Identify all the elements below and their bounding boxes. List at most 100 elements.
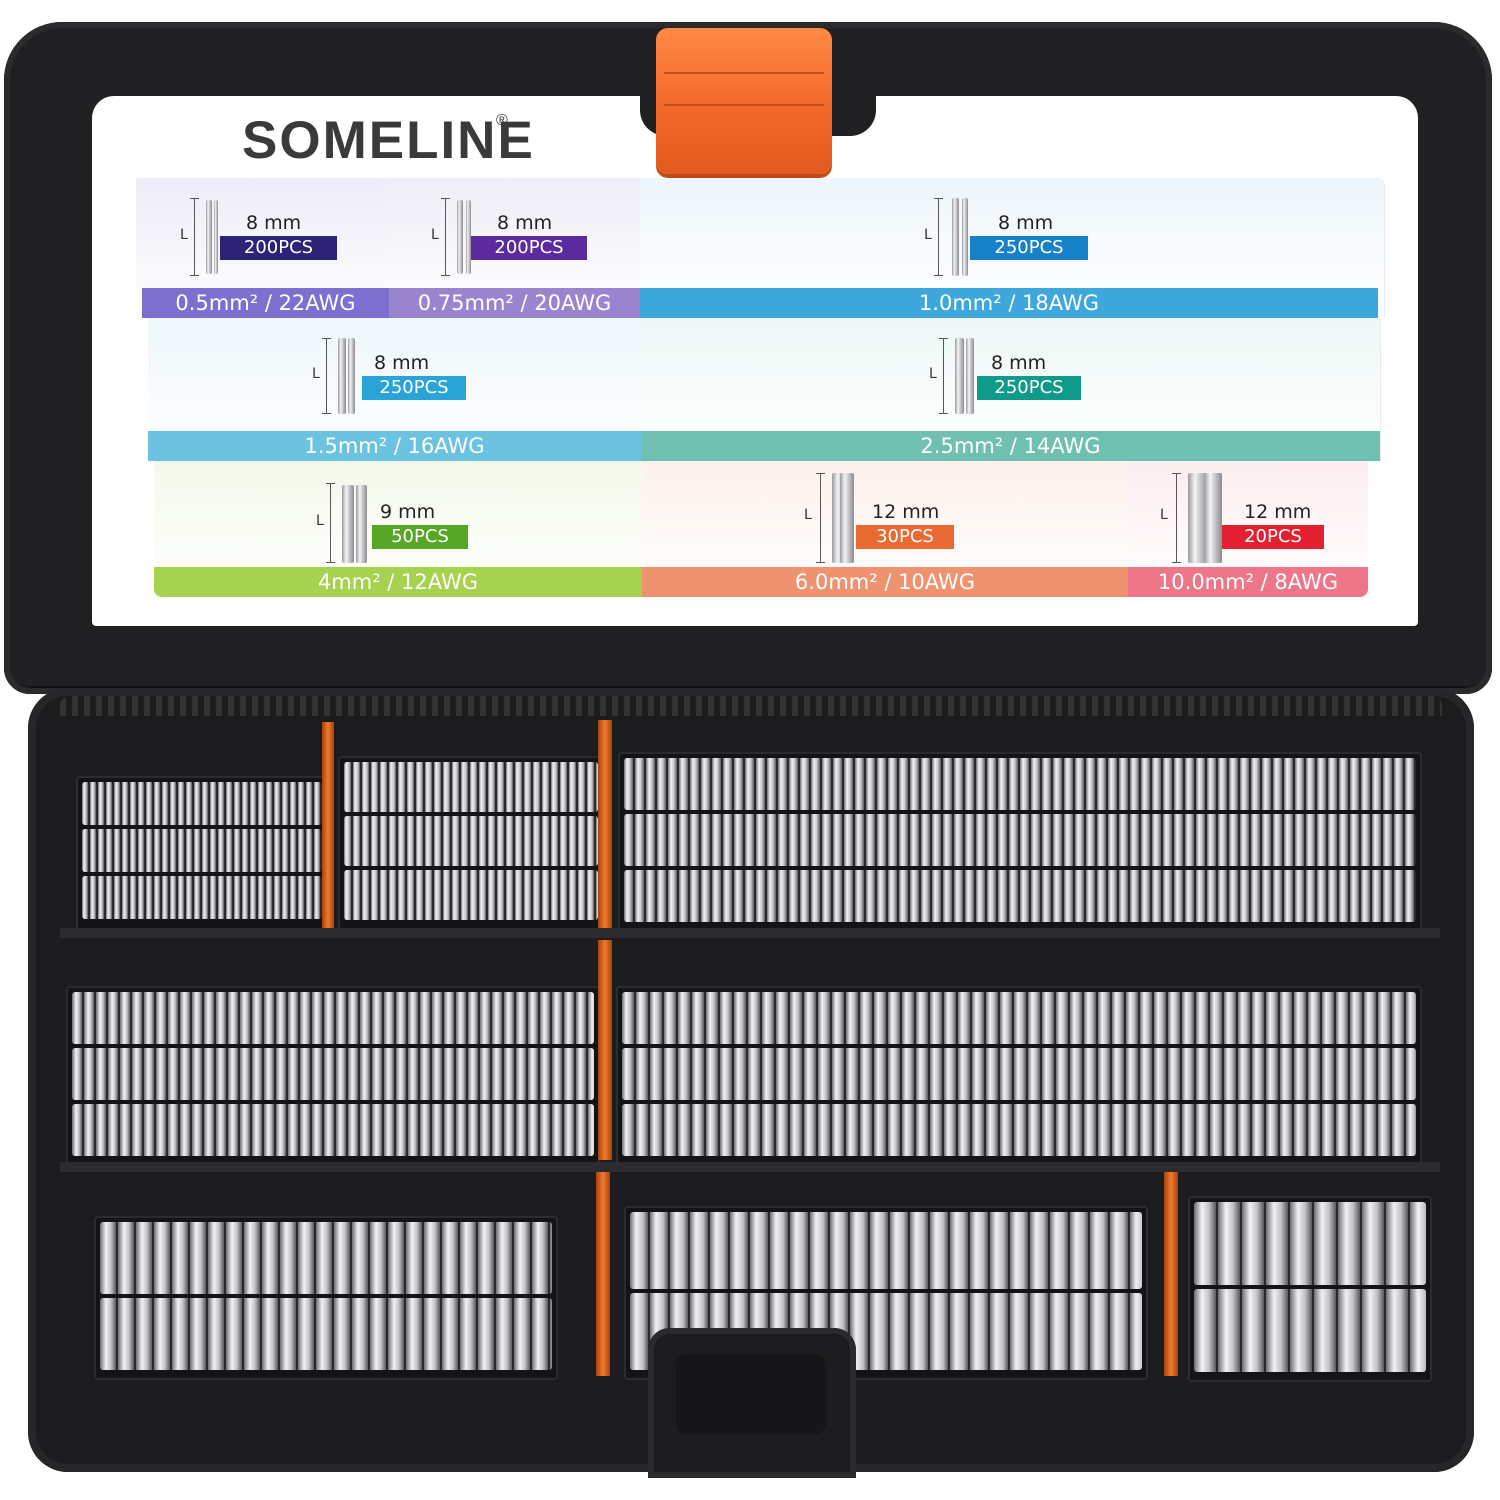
label-cell-14awg: L 8 mm 250PCS 2.5mm² / 14AWG: [641, 318, 1381, 461]
length-value: 8 mm: [374, 352, 430, 374]
orange-divider: [598, 940, 612, 1160]
gauge-band: 1.0mm² / 18AWG: [640, 288, 1378, 318]
ferrule-icon: [952, 198, 959, 276]
pcs-badge: 250PCS: [977, 376, 1081, 400]
ferrule-row: [72, 992, 594, 1044]
length-dimension-line: [326, 483, 335, 563]
length-mark: L: [431, 227, 439, 243]
ferrule-row: [100, 1298, 552, 1370]
compartment-16awg: [66, 986, 600, 1166]
compartment-14awg: [616, 986, 1422, 1166]
gauge-band: 10.0mm² / 8AWG: [1128, 567, 1368, 597]
pcs-badge: 30PCS: [856, 525, 954, 549]
label-cell-8awg: L 12 mm 20PCS 10.0mm² / 8AWG: [1128, 461, 1368, 597]
ferrule-icon: [338, 338, 346, 414]
pcs-badge: 250PCS: [970, 236, 1088, 260]
length-dimension-line: [939, 338, 948, 414]
ferrule-row: [72, 1104, 594, 1156]
length-dimension-line: [441, 198, 450, 276]
length-mark: L: [316, 513, 324, 529]
orange-divider: [1164, 1170, 1178, 1376]
brand-logo: SOMELINE: [242, 111, 535, 170]
ferrule-row: [82, 782, 322, 825]
orange-divider: [596, 1170, 610, 1376]
ferrule-icon: [214, 200, 218, 274]
label-cell-20awg: L 8 mm 200PCS 0.75mm² / 20AWG: [389, 178, 641, 318]
length-mark: L: [924, 227, 932, 243]
length-mark: L: [312, 366, 320, 382]
ferrule-row: [72, 1048, 594, 1100]
ferrule-row: [624, 758, 1416, 810]
ferrule-row: [624, 814, 1416, 866]
latch-groove: [664, 104, 824, 106]
ferrule-icon: [840, 473, 854, 563]
length-value: 9 mm: [380, 501, 436, 523]
ferrule-icon: [356, 485, 367, 563]
length-value: 12 mm: [872, 501, 940, 523]
compartment-22awg: [76, 776, 328, 930]
tray-divider: [60, 1162, 1440, 1172]
ferrule-row: [344, 870, 598, 920]
ferrule-row: [1194, 1289, 1426, 1372]
gauge-band: 1.5mm² / 16AWG: [148, 431, 641, 461]
ferrule-icon: [348, 338, 355, 414]
ferrule-icon: [962, 198, 968, 276]
ferrule-icon: [955, 338, 964, 414]
length-value: 12 mm: [1244, 501, 1312, 523]
orange-latch[interactable]: [656, 28, 832, 174]
ferrule-row: [1194, 1202, 1426, 1285]
gauge-band: 6.0mm² / 10AWG: [642, 567, 1128, 597]
ferrule-row: [100, 1222, 552, 1294]
hinge-rim: [60, 696, 1442, 716]
gauge-band: 2.5mm² / 14AWG: [641, 431, 1380, 461]
ferrule-icon: [966, 338, 974, 414]
ferrule-row: [622, 1048, 1416, 1100]
length-value: 8 mm: [991, 352, 1047, 374]
length-dimension-line: [190, 198, 199, 276]
orange-divider: [598, 720, 612, 930]
ferrule-icon: [1204, 473, 1222, 563]
length-value: 8 mm: [497, 212, 553, 234]
ferrule-row: [82, 829, 322, 872]
ferrule-row: [630, 1212, 1142, 1289]
ferrule-row: [624, 870, 1416, 922]
compartment-20awg: [338, 756, 604, 930]
gauge-band: 0.75mm² / 20AWG: [389, 288, 640, 318]
ferrule-icon: [1188, 473, 1208, 563]
compartment-12awg: [94, 1216, 558, 1380]
length-value: 8 mm: [246, 212, 302, 234]
length-value: 8 mm: [998, 212, 1054, 234]
label-cell-10awg: L 12 mm 30PCS 6.0mm² / 10AWG: [642, 461, 1129, 597]
pcs-badge: 20PCS: [1222, 525, 1324, 549]
ferrule-row: [622, 1104, 1416, 1156]
length-dimension-line: [934, 198, 943, 276]
ferrule-row: [344, 816, 598, 866]
ferrule-row: [344, 762, 598, 812]
latch-groove: [664, 72, 824, 74]
length-mark: L: [929, 366, 937, 382]
compartment-8awg: [1188, 1196, 1432, 1382]
label-cell-18awg: L 8 mm 250PCS 1.0mm² / 18AWG: [640, 178, 1385, 318]
length-mark: L: [180, 227, 188, 243]
compartment-18awg: [618, 752, 1422, 932]
orange-divider: [322, 722, 334, 928]
ferrule-icon: [342, 485, 354, 563]
label-cell-22awg: L 8 mm 200PCS 0.5mm² / 22AWG: [136, 178, 390, 318]
pcs-badge: 200PCS: [220, 236, 337, 260]
length-dimension-line: [322, 338, 331, 414]
pcs-badge: 200PCS: [471, 236, 587, 260]
registered-mark: ®: [496, 112, 508, 129]
ferrule-row: [622, 992, 1416, 1044]
ferrule-icon: [206, 200, 212, 274]
pcs-badge: 250PCS: [362, 376, 466, 400]
gauge-band: 4mm² / 12AWG: [154, 567, 642, 597]
ferrule-row: [82, 876, 322, 919]
label-cell-16awg: L 8 mm 250PCS 1.5mm² / 16AWG: [148, 318, 642, 461]
length-dimension-line: [1172, 473, 1181, 563]
length-dimension-line: [816, 473, 825, 563]
tray-divider: [60, 928, 1440, 938]
length-mark: L: [804, 507, 812, 523]
label-cell-12awg: L 9 mm 50PCS 4mm² / 12AWG: [154, 461, 643, 597]
ferrule-icon: [457, 200, 463, 274]
